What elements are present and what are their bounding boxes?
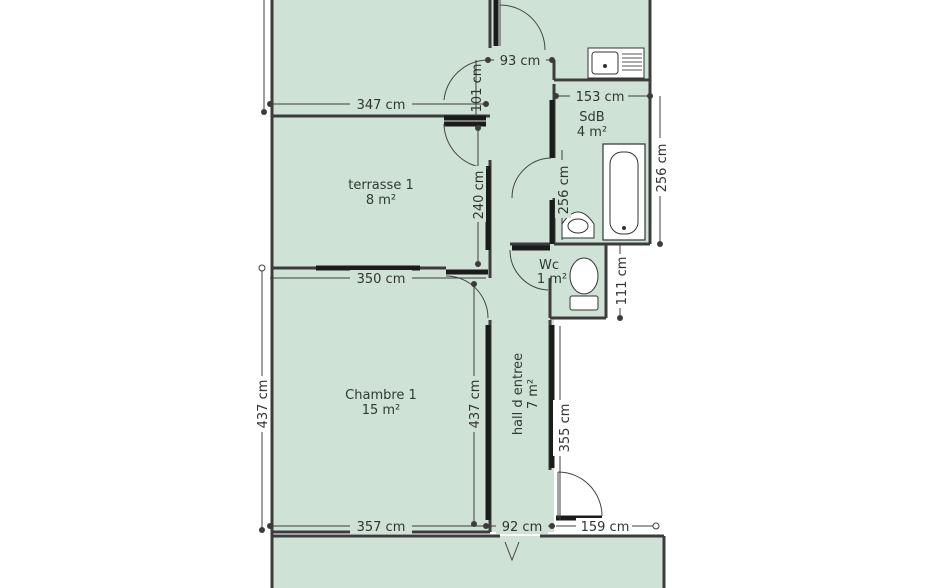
dim-sdb-width: 153 cm xyxy=(576,90,625,105)
dimension-labels: 347 cm 350 cm 357 cm 92 cm 159 cm 93 cm … xyxy=(254,52,670,535)
room-area-terrasse: 8 m² xyxy=(366,193,396,208)
room-area-hall: 7 m² xyxy=(526,379,541,409)
sink-icon xyxy=(587,47,645,79)
door-swings xyxy=(443,0,603,562)
dim-sdb-inner-height: 256 cm xyxy=(557,166,572,215)
dim-top-room-width: 347 cm xyxy=(357,98,406,113)
bathtub-icon xyxy=(602,143,646,241)
dim-terrasse-width: 350 cm xyxy=(357,272,406,287)
floor-chambre xyxy=(272,268,490,532)
dim-chambre-width: 357 cm xyxy=(357,520,406,535)
dim-terrasse-height: 240 cm xyxy=(472,171,487,220)
room-area-sdb: 4 m² xyxy=(577,125,607,140)
floor-bottom xyxy=(272,536,664,588)
dim-bottom-92: 92 cm xyxy=(502,520,543,535)
room-name-wc: Wc xyxy=(539,258,559,273)
dim-door-101: 101 cm xyxy=(470,64,485,113)
dim-hall-height: 355 cm xyxy=(558,404,573,453)
dim-sdb-outer-height: 256 cm xyxy=(655,144,670,193)
room-area-chambre: 15 m² xyxy=(362,403,401,418)
dim-corridor-93: 93 cm xyxy=(500,54,541,69)
room-name-sdb: SdB xyxy=(579,110,604,125)
dim-chambre-height-outer: 437 cm xyxy=(256,380,271,429)
room-name-terrasse: terrasse 1 xyxy=(348,178,413,193)
dimension-endpoints xyxy=(258,57,663,533)
dim-bottom-159: 159 cm xyxy=(581,520,630,535)
floor-terrasse xyxy=(272,116,490,268)
thick-walls xyxy=(316,0,602,521)
toilet-icon xyxy=(569,257,599,311)
room-area-wc: 1 m² xyxy=(537,272,567,287)
dim-wc-height: 111 cm xyxy=(615,257,630,306)
room-name-hall: hall d entree xyxy=(511,353,526,435)
room-name-chambre: Chambre 1 xyxy=(345,388,417,403)
dim-chambre-height-inner: 437 cm xyxy=(468,380,483,429)
washbasin-icon xyxy=(561,211,595,239)
